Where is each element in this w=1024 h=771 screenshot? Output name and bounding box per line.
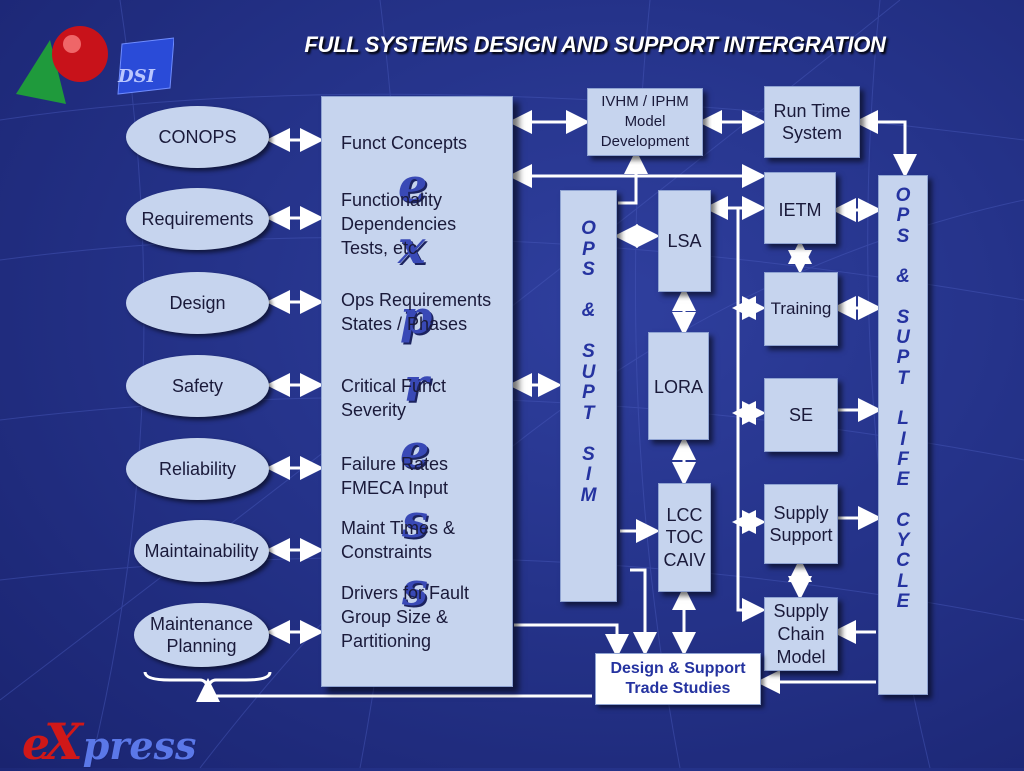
express-logo-e: e — [22, 719, 50, 770]
page-title: FULL SYSTEMS DESIGN AND SUPPORT INTERGRA… — [304, 32, 886, 57]
ops-supt-sim-box: O P S & S U P T S I M — [560, 190, 617, 602]
oval-conops: CONOPS — [126, 106, 269, 168]
express-logo: eXpress — [22, 712, 196, 771]
express-center-box — [321, 96, 513, 687]
express-logo-press: press — [82, 723, 197, 768]
box-ietm: IETM — [764, 172, 836, 244]
box-ivhm: IVHM / IPHM Model Development — [587, 88, 703, 156]
center-item-functionality: Functionality Dependencies Tests, etc — [341, 190, 457, 258]
express-letter-r: r — [404, 358, 429, 412]
center-item-funct-concepts: Funct Concepts — [341, 133, 468, 153]
box-se: SE — [764, 378, 838, 452]
express-letter-s2: s — [402, 562, 428, 616]
dsi-logo-text: DSI — [117, 66, 156, 87]
express-letter-s1: s — [402, 494, 428, 548]
oval-design: Design — [126, 272, 269, 334]
express-letter-x: x — [398, 220, 426, 274]
oval-safety: Safety — [126, 355, 269, 417]
ops-supt-sim-text: O P S & S U P T S I M — [580, 218, 597, 506]
box-supply-support: Supply Support — [764, 484, 838, 564]
center-item-ops-requirements: Ops Requirements States / Phases — [341, 290, 492, 334]
box-lsa: LSA — [658, 190, 711, 292]
box-lora: LORA — [648, 332, 709, 440]
center-item-maint-times: Maint Times & Constraints — [341, 518, 456, 562]
box-lcc-toc-caiv: LCC TOC CAIV — [658, 483, 711, 592]
ops-supt-life-cycle-box: O P S & S U P T L I F E C Y C L E — [878, 175, 928, 695]
center-item-critical-funct: Critical Funct Severity — [341, 376, 447, 420]
express-letter-e1: e — [398, 158, 428, 212]
oval-reliability: Reliability — [126, 438, 269, 500]
oval-maintenance-planning: Maintenance Planning — [134, 603, 269, 667]
box-supply-chain-model: Supply Chain Model — [764, 597, 838, 671]
express-letter-p: p — [400, 290, 433, 344]
center-item-drivers: Drivers for Fault Group Size & Partition… — [341, 583, 470, 651]
oval-maintainability: Maintainability — [134, 520, 269, 582]
express-logo-x: X — [44, 712, 83, 771]
box-run-time-system: Run Time System — [764, 86, 860, 158]
center-item-failure-rates: Failure Rates FMECA Input — [341, 454, 449, 498]
dsi-logo: DSI — [16, 26, 174, 104]
oval-requirements: Requirements — [126, 188, 269, 250]
ops-supt-life-cycle-text: O P S & S U P T L I F E C Y C L E — [895, 185, 911, 612]
express-letter-e2: e — [400, 424, 430, 478]
box-design-support-trade-studies: Design & Support Trade Studies — [595, 653, 761, 705]
box-training: Training — [764, 272, 838, 346]
